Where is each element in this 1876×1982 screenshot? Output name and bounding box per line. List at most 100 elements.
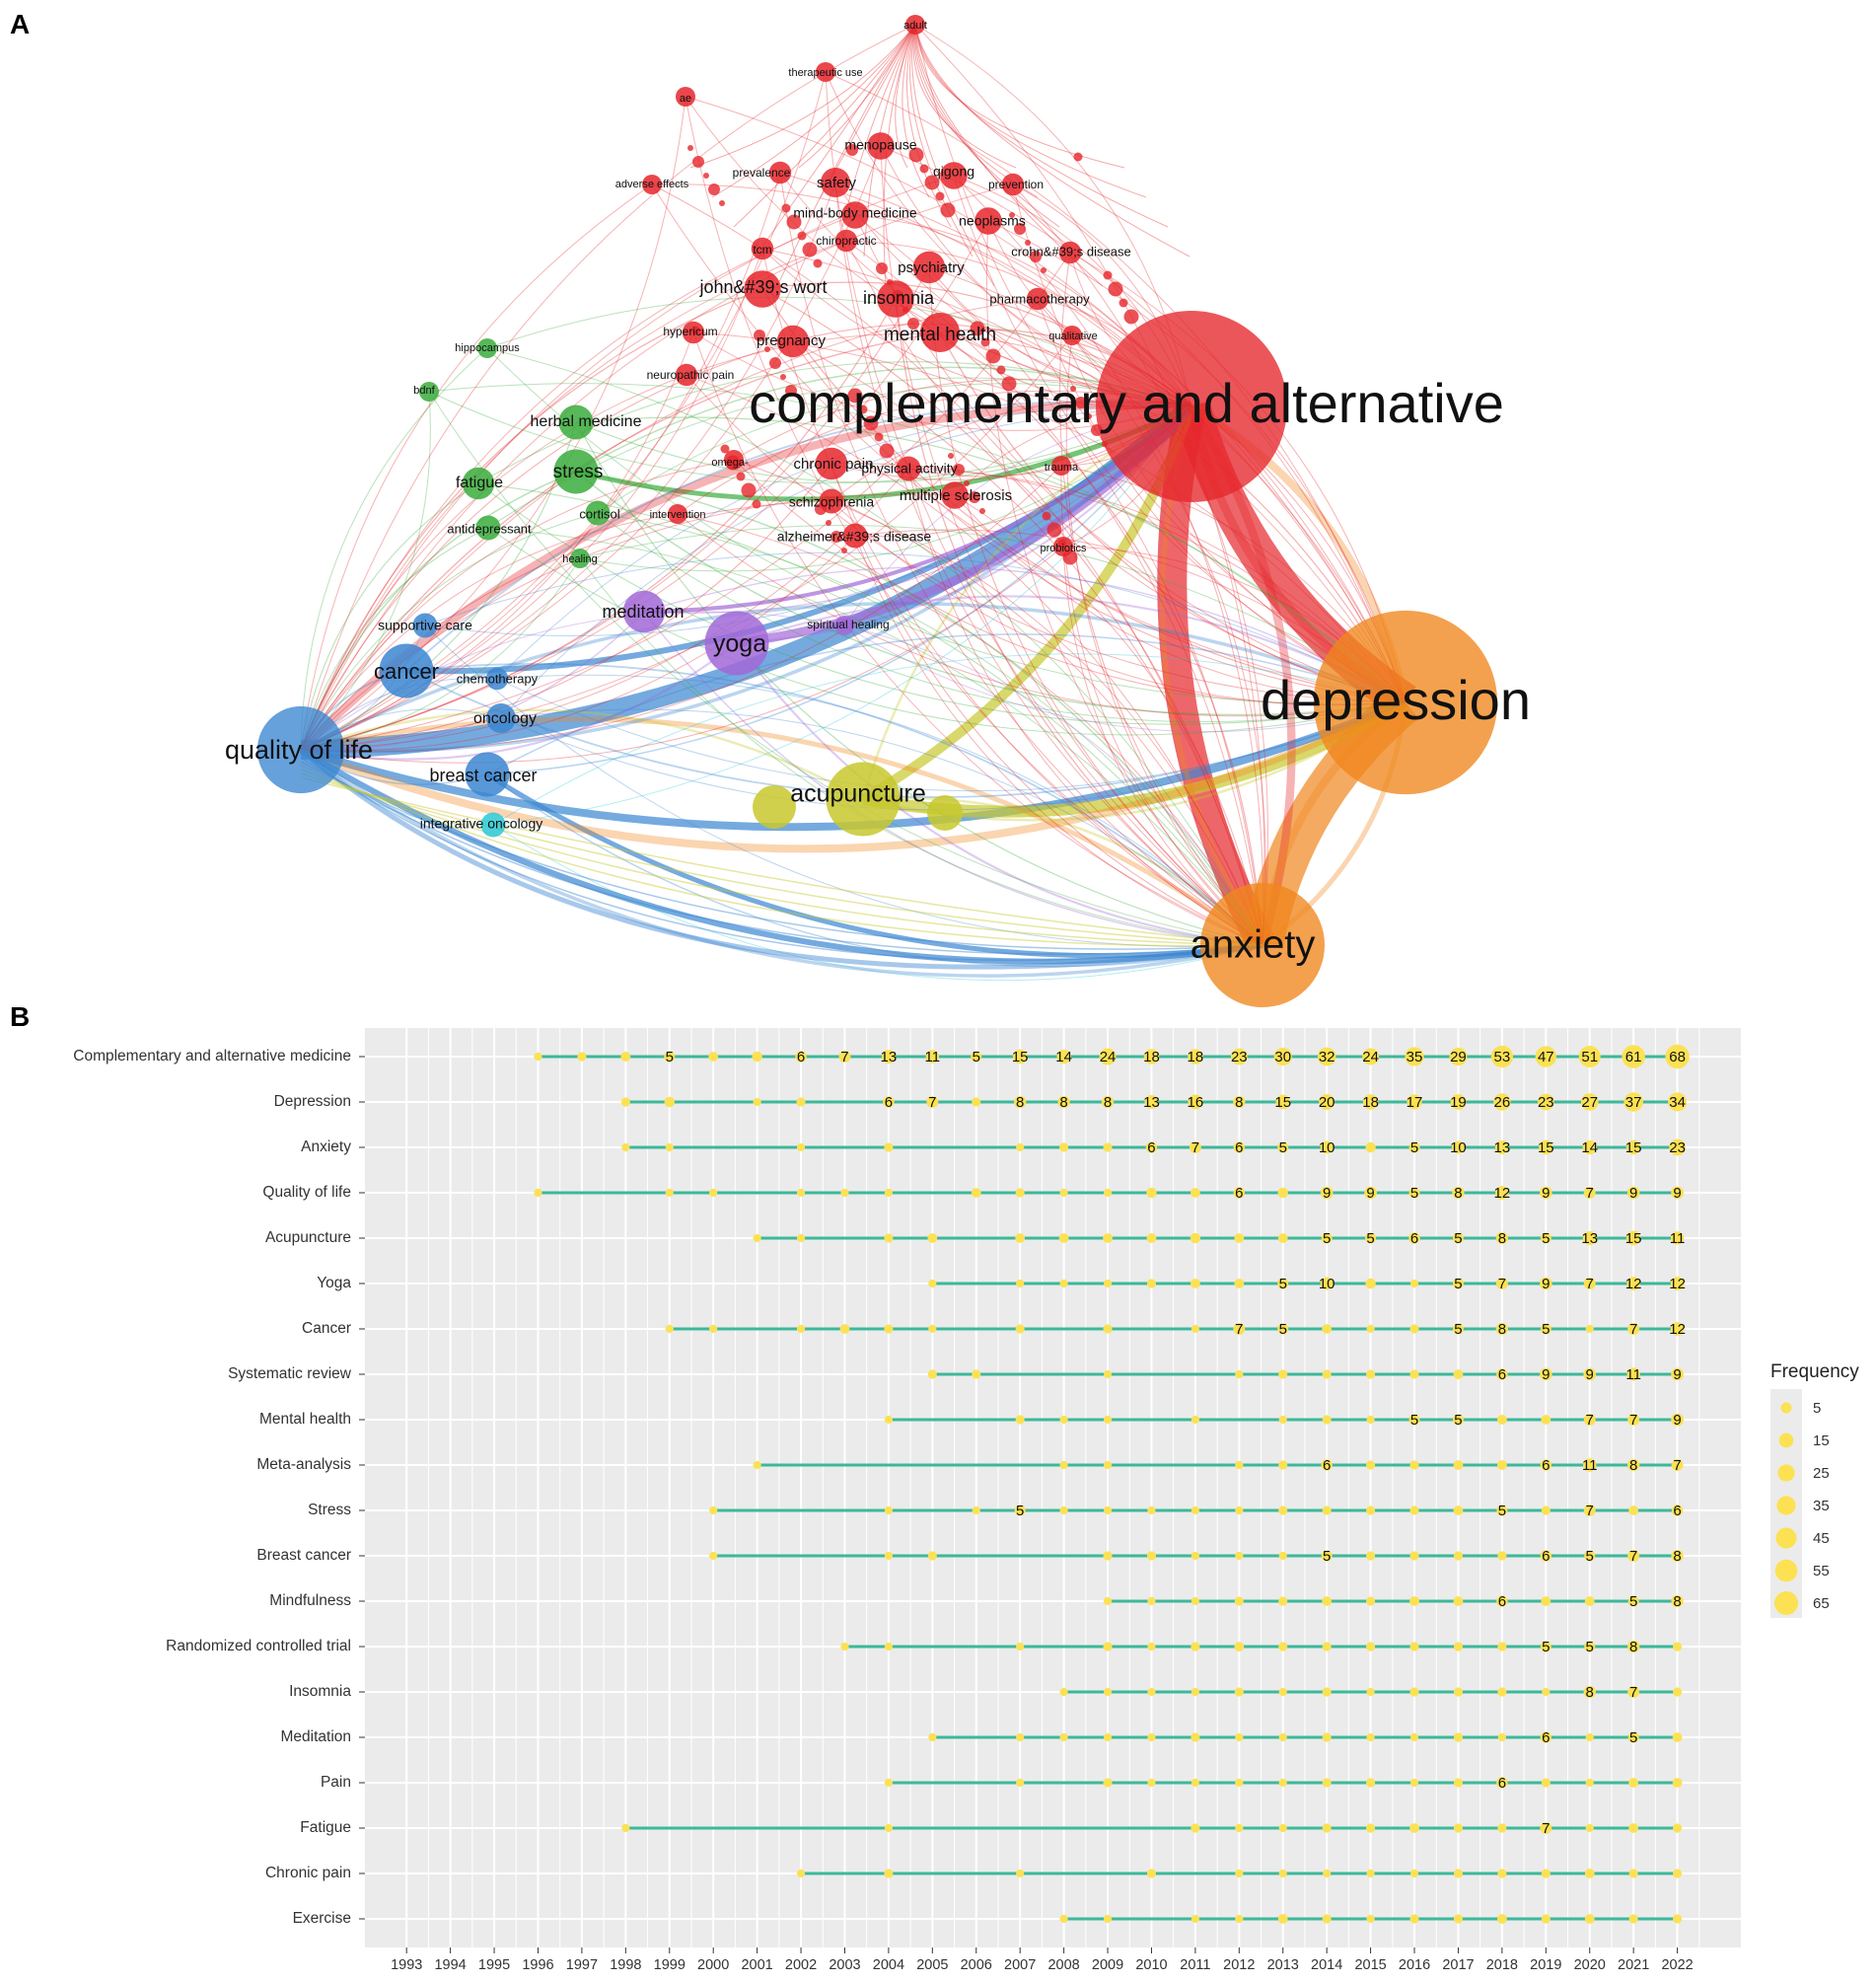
series-point [1103, 1551, 1113, 1561]
series-point [1584, 1914, 1595, 1924]
series-point [1673, 1642, 1683, 1652]
x-tick-label: 2011 [1180, 1957, 1210, 1973]
network-minor-node [687, 145, 693, 151]
series-point [1191, 1823, 1200, 1833]
network-edge [711, 24, 916, 198]
x-tick-label: 2004 [873, 1957, 904, 1973]
x-tick-label: 2018 [1486, 1957, 1518, 1973]
series-point [1366, 1415, 1375, 1425]
network-edge [300, 776, 1263, 946]
network-minor-node [764, 346, 770, 352]
network-node-label: oncology [473, 710, 537, 727]
network-edge-major [485, 771, 1263, 959]
data-label: 5 [1279, 1139, 1287, 1156]
data-label: 12 [1625, 1276, 1642, 1292]
network-edge [597, 512, 1263, 946]
series-point [621, 1142, 630, 1152]
series-point [840, 1642, 849, 1652]
network-node [815, 447, 848, 480]
data-label: 20 [1319, 1094, 1335, 1111]
network-node-label: stress [553, 462, 604, 482]
series-point [1016, 1142, 1025, 1152]
data-label: 15 [1012, 1049, 1029, 1065]
data-label: 19 [1450, 1094, 1467, 1111]
network-edge [914, 24, 1125, 169]
series-point [1584, 1869, 1595, 1878]
network-edge [575, 416, 1407, 703]
network-minor-node [786, 214, 802, 230]
series-point [753, 1233, 761, 1243]
series-point [708, 1052, 719, 1062]
network-edge [500, 708, 1263, 946]
network-edge [692, 331, 1263, 946]
network-node-label: complementary and alternative [749, 372, 1504, 434]
network-edge [911, 24, 995, 287]
network-minor-node [979, 508, 985, 514]
series-point [1233, 1095, 1246, 1109]
network-edge-major [300, 399, 1198, 760]
network-node-label: schizophrenia [789, 494, 875, 510]
data-label: 23 [1231, 1049, 1248, 1065]
series-point [1497, 1823, 1507, 1833]
network-edge [830, 500, 1263, 946]
network-node-label: psychiatry [898, 259, 965, 276]
series-point [1320, 1186, 1334, 1200]
x-tick-label: 2013 [1267, 1957, 1299, 1973]
series-point [1539, 1367, 1552, 1381]
network-minor-node [858, 404, 868, 414]
series-point [1672, 1732, 1683, 1742]
network-minor-node [879, 443, 895, 459]
network-edge [300, 757, 1263, 955]
network-node-label: chemotherapy [457, 671, 539, 686]
series-point [709, 1324, 718, 1334]
y-tick-label: Cancer [302, 1320, 351, 1337]
series-point [1541, 1778, 1551, 1788]
network-edge [486, 633, 1407, 775]
x-tick-label: 2008 [1047, 1957, 1079, 1973]
series-point [796, 1142, 806, 1152]
series-point [620, 1052, 631, 1062]
network-node [1313, 610, 1498, 795]
series-point [1541, 1914, 1551, 1924]
series-point [1495, 1186, 1509, 1200]
series-point [1669, 1138, 1686, 1156]
data-label: 5 [973, 1049, 980, 1065]
series-point [1103, 1596, 1113, 1606]
network-minor-node [1075, 397, 1087, 408]
network-node-label: qualitative [1048, 330, 1098, 342]
network-minor-node [781, 203, 791, 213]
network-minor-node [1014, 223, 1026, 235]
series-point [1625, 1230, 1641, 1246]
network-node [826, 762, 901, 837]
network-node [570, 549, 590, 568]
series-point [796, 1233, 806, 1243]
series-point [1409, 1778, 1419, 1788]
data-label: 13 [881, 1049, 898, 1065]
series-row: 7 [621, 1820, 1683, 1837]
series-point [752, 1051, 762, 1063]
network-edge [689, 24, 916, 169]
series-point [1541, 1596, 1551, 1606]
series-point [1628, 1914, 1638, 1924]
data-label: 5 [1454, 1412, 1462, 1429]
series-point [1278, 1505, 1288, 1515]
series-point [928, 1324, 937, 1334]
series-point [1496, 1415, 1507, 1425]
series-point [1277, 1233, 1288, 1243]
network-node [834, 616, 854, 635]
network-minor-node [841, 548, 847, 553]
network-edge [651, 184, 1407, 703]
series-point [1235, 1551, 1244, 1561]
legend-key [1776, 1496, 1796, 1515]
network-minor-node [1042, 511, 1051, 521]
network-node [842, 523, 868, 549]
series-point [1409, 1823, 1419, 1833]
network-node [1001, 173, 1025, 196]
series-point [1235, 1505, 1244, 1515]
network-minor-node [907, 318, 919, 330]
keyword-network: complementary and alternativedepressiona… [225, 15, 1531, 1007]
network-edge [300, 214, 856, 751]
network-node-label: menopause [844, 137, 916, 153]
x-tick-label: 1999 [654, 1957, 685, 1973]
